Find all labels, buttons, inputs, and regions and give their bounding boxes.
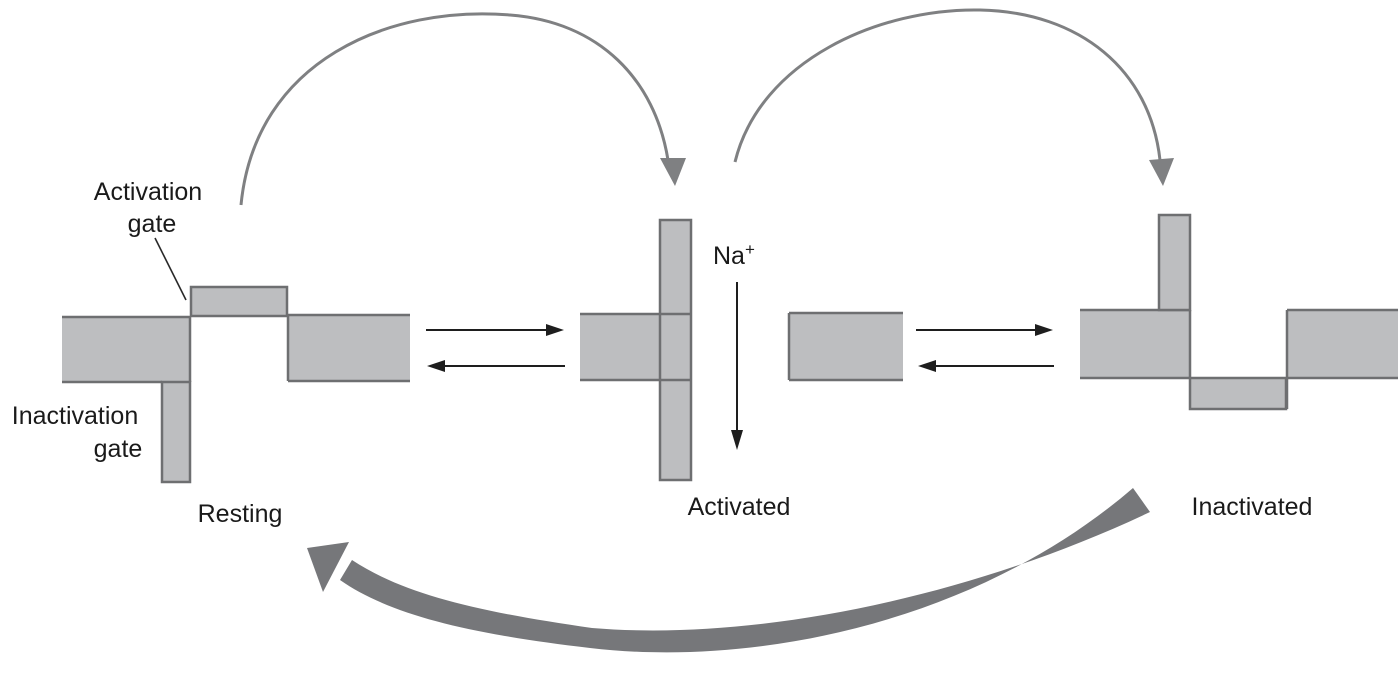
inactivated-to-resting-arrow: [307, 488, 1150, 653]
inactivation-gate-label-line1: Inactivation: [12, 402, 138, 430]
activation-gate-label-line2: gate: [128, 210, 177, 238]
sodium-influx-arrow: [731, 282, 743, 450]
activated-channel: [580, 218, 903, 482]
sodium-ion-symbol: Na: [713, 242, 745, 270]
resting-inactivation-gate: [160, 380, 192, 484]
inactivated-membrane-right: [1287, 310, 1398, 378]
resting-label: Resting: [198, 500, 283, 528]
resting-membrane-left: [62, 317, 190, 382]
resting-to-activated-arc: [239, 12, 686, 206]
activation-gate-leader: [154, 237, 187, 301]
activated-membrane-left: [580, 314, 660, 380]
resting-activation-gate: [189, 285, 289, 318]
inactivated-label: Inactivated: [1192, 493, 1313, 521]
activated-inactivated-equilibrium-arrows: [916, 324, 1054, 372]
inactivated-membrane-left: [1080, 310, 1190, 378]
inactivated-channel: [1080, 213, 1398, 411]
inactivated-inactivation-gate: [1188, 376, 1288, 411]
activation-gate-label-line1: Activation: [94, 178, 202, 206]
activated-membrane-right: [789, 313, 903, 380]
activated-label: Activated: [688, 493, 791, 521]
inactivation-gate-label-line2: gate: [94, 435, 143, 463]
resting-channel: [62, 285, 410, 484]
sodium-ion-label: Na+: [713, 240, 755, 270]
resting-activated-equilibrium-arrows: [426, 324, 565, 372]
inactivated-activation-gate: [1157, 213, 1192, 312]
sodium-ion-charge: +: [745, 240, 755, 259]
activated-activation-gate: [658, 218, 693, 482]
activated-to-inactivated-arc: [733, 8, 1174, 186]
resting-membrane-right: [288, 315, 410, 381]
